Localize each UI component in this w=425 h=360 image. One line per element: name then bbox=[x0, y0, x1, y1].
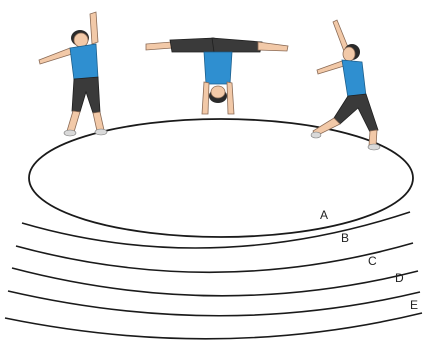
gymnast-handstand-figure bbox=[146, 38, 288, 114]
curve-e bbox=[5, 313, 422, 339]
curve-label-b: B bbox=[341, 231, 349, 245]
gymnast-cartwheel-figure bbox=[311, 20, 380, 150]
curve-label-c: C bbox=[368, 254, 377, 268]
curve-d bbox=[8, 291, 420, 316]
gymnast-standing-figure bbox=[39, 12, 107, 136]
curve-label-e: E bbox=[410, 298, 418, 312]
curve-label-a: A bbox=[320, 208, 328, 222]
curve-label-d: D bbox=[395, 271, 404, 285]
ellipse-floor bbox=[29, 119, 413, 237]
